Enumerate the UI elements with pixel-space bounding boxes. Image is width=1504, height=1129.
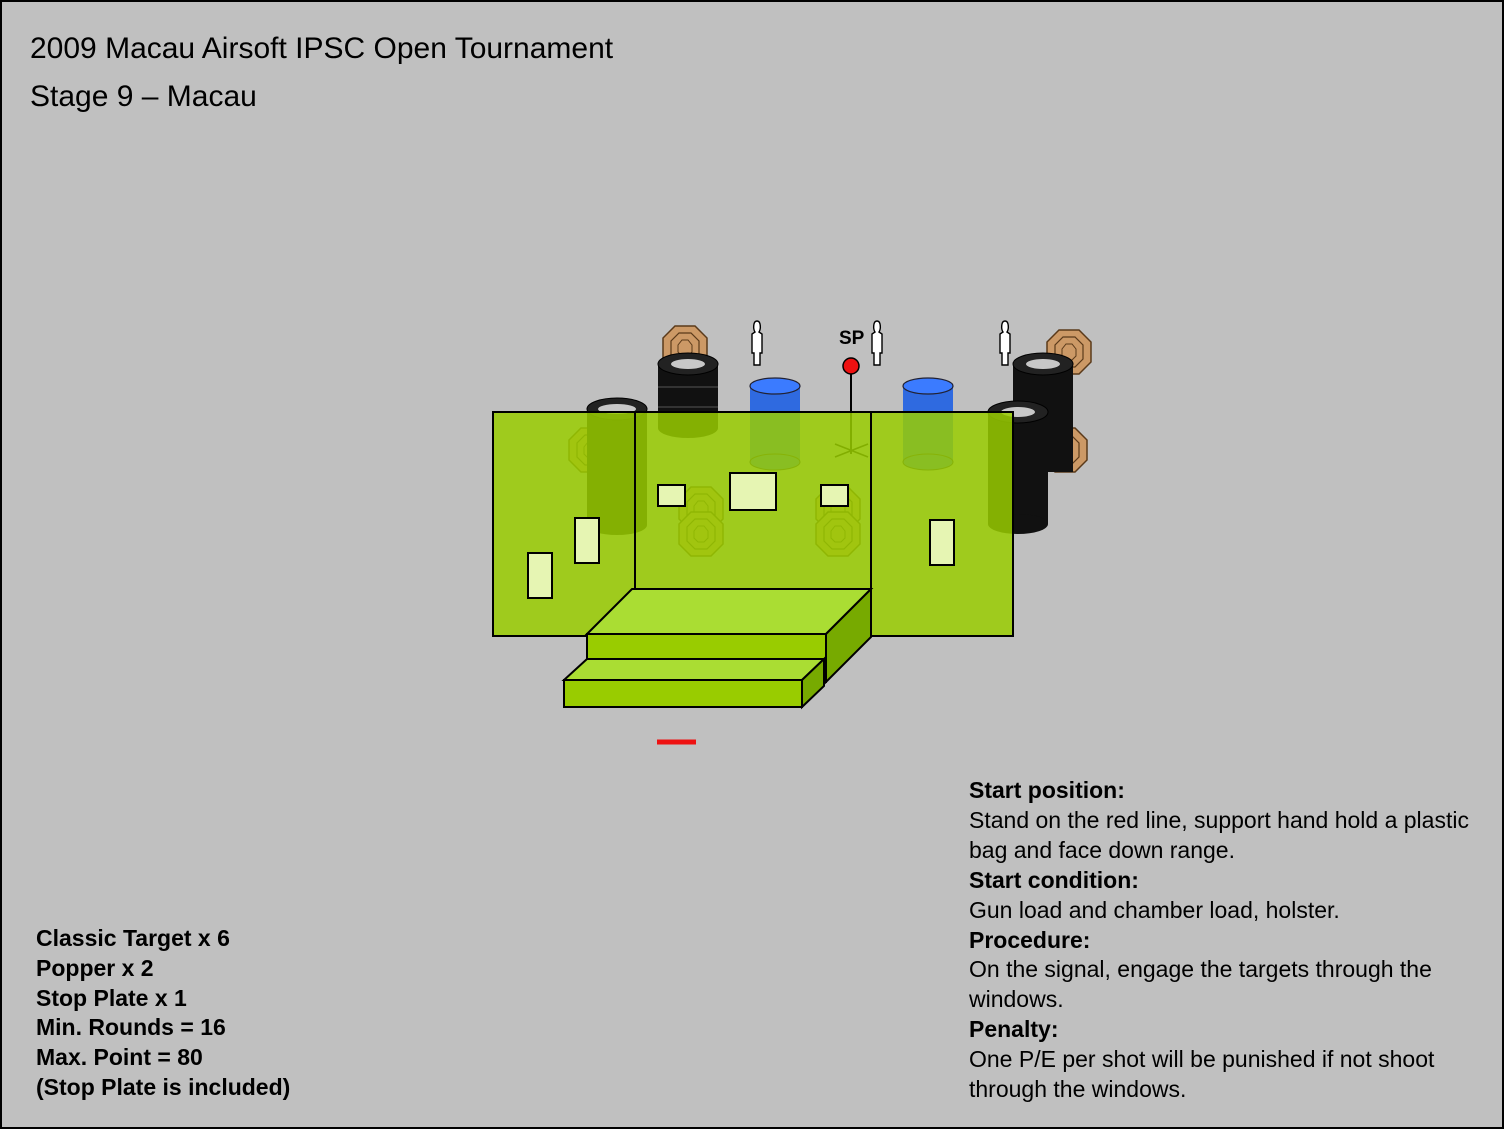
equipment-item: Min. Rounds = 16 xyxy=(36,1014,226,1041)
penalty-text: One P/E per shot will be punished if not… xyxy=(969,1046,1435,1103)
window xyxy=(574,517,600,564)
window xyxy=(729,472,777,511)
popper-icon xyxy=(999,320,1011,366)
start-marker-label: SP xyxy=(839,328,865,349)
start-condition-text: Gun load and chamber load, holster. xyxy=(969,896,1340,923)
left-wall xyxy=(492,411,636,637)
window xyxy=(929,519,955,566)
window xyxy=(657,484,686,507)
procedure-text: On the signal, engage the targets throug… xyxy=(969,956,1432,1013)
equipment-item: (Stop Plate is included) xyxy=(36,1073,291,1100)
stop-plate-icon xyxy=(871,320,883,366)
stage-subtitle: Stage 9 – Macau xyxy=(30,80,257,113)
penalty-heading: Penalty: xyxy=(969,1016,1059,1043)
procedure-heading: Procedure: xyxy=(969,926,1091,953)
start-position-text: Stand on the red line, support hand hold… xyxy=(969,806,1469,863)
start-condition-heading: Start condition: xyxy=(969,866,1139,893)
start-position-heading: Start position: xyxy=(969,777,1125,803)
equipment-item: Stop Plate x 1 xyxy=(36,984,187,1011)
equipment-item: Max. Point = 80 xyxy=(36,1044,203,1071)
stage-title: 2009 Macau Airsoft IPSC Open Tournament xyxy=(30,32,614,65)
equipment-item: Classic Target x 6 xyxy=(36,925,230,951)
window xyxy=(820,484,849,507)
stage-briefing: Start position: Stand on the red line, s… xyxy=(969,776,1489,1105)
popper-icon xyxy=(751,320,763,366)
step-platform-lower xyxy=(561,656,827,710)
equipment-list: Classic Target x 6 Popper x 2 Stop Plate… xyxy=(36,924,290,1103)
equipment-item: Popper x 2 xyxy=(36,954,154,981)
window xyxy=(527,552,553,599)
